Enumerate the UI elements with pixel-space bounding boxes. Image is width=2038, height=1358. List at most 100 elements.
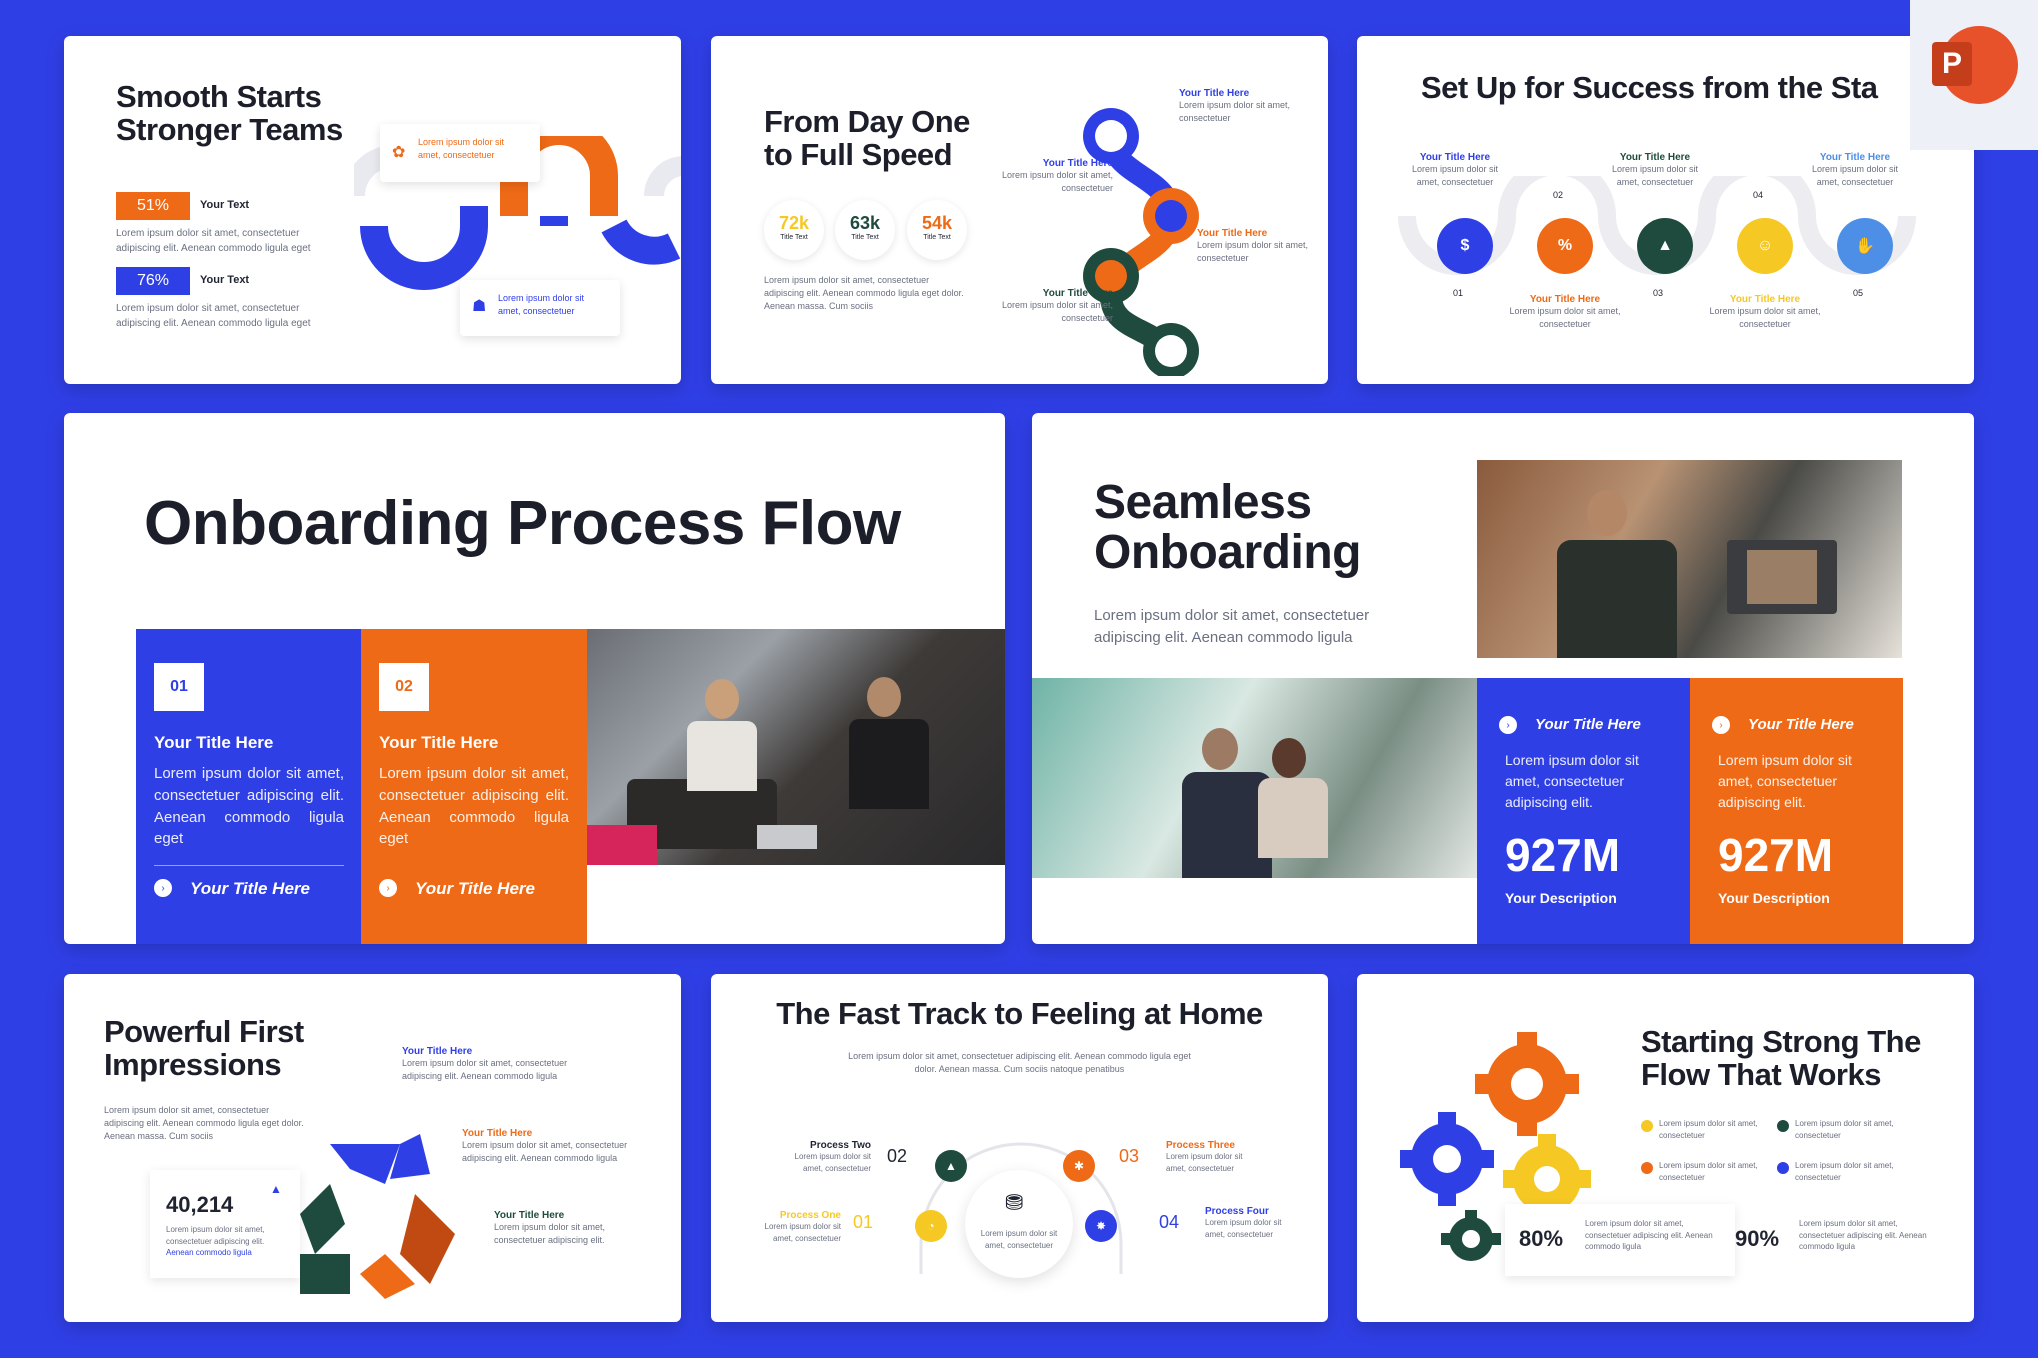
process-four: Process Four Lorem ipsum dolor sit amet,…: [1205, 1206, 1282, 1239]
arrow-up-icon: ▲: [270, 1182, 282, 1196]
chart-icon: ▲: [935, 1150, 967, 1182]
chain-graphic: [1083, 108, 1199, 376]
card-link[interactable]: Your Title Here: [415, 879, 535, 898]
step-num-01: 01: [853, 1212, 874, 1232]
growth-chart-icon: ▲: [1637, 218, 1693, 274]
slide-first-impressions[interactable]: Powerful First Impressions Lorem ipsum d…: [64, 974, 681, 1322]
stat-circle-72k: 72k Title Text: [764, 200, 824, 260]
card-link[interactable]: Your Title Here: [190, 879, 310, 898]
slide7-subtitle: Lorem ipsum dolor sit amet, consectetuer…: [848, 1051, 1191, 1075]
card-desc: Your Description: [1505, 890, 1617, 906]
slide1-title-line2: Stronger Teams: [116, 111, 343, 147]
slide6-title-line2: Impressions: [104, 1046, 282, 1082]
recycle-icon: [300, 1134, 455, 1299]
stat1-label: Your Text: [200, 199, 250, 211]
bullet-4: Lorem ipsum dolor sit amet, consectetuer: [1777, 1160, 1897, 1183]
slide8-title-line2: Flow That Works: [1641, 1056, 1881, 1092]
stat-circle-54k: 54k Title Text: [907, 200, 967, 260]
stat-text-2: consectetuer adipiscing elit.: [166, 1236, 265, 1246]
powerpoint-badge: P: [1910, 0, 2038, 150]
slide4-title: Onboarding Process Flow: [144, 489, 901, 558]
chain-item-3: Your Title Here Lorem ipsum dolor sit am…: [1197, 228, 1309, 264]
callout-top: ✿ Lorem ipsum dolor sit amet, consectetu…: [380, 124, 540, 182]
slide-smooth-starts[interactable]: Smooth Starts Stronger Teams 51% Your Te…: [64, 36, 681, 384]
stat-text: Lorem ipsum dolor sit amet, consectetuer…: [1585, 1219, 1713, 1252]
bullet-1: Lorem ipsum dolor sit amet, consectetuer: [1641, 1118, 1761, 1141]
slide6-title-line1: Powerful First: [104, 1014, 304, 1049]
flow-card-2: 02 Your Title Here Lorem ipsum dolor sit…: [361, 629, 587, 944]
stat-circle-63k: 63k Title Text: [835, 200, 895, 260]
top-item-3: Your Title Here Lorem ipsum dolor sit am…: [1811, 152, 1899, 188]
process-two: Process Two Lorem ipsum dolor sit amet, …: [794, 1140, 871, 1173]
step-num-02: 02: [1553, 190, 1564, 200]
slide5-title-line1: Seamless: [1094, 476, 1312, 529]
impression-item-1: Your Title Here Lorem ipsum dolor sit am…: [402, 1046, 568, 1082]
meeting-photo: [587, 629, 1005, 865]
team-icon: ☺: [1737, 218, 1793, 274]
slide-success-setup[interactable]: Set Up for Success from the Sta $ % ▲ ☺ …: [1357, 36, 1974, 384]
arc-track: [919, 1142, 1123, 1274]
arrow-right-icon[interactable]: ›: [379, 879, 397, 897]
stat-value: 80%: [1519, 1226, 1564, 1251]
stat-card-blue: › Your Title Here Lorem ipsum dolor sit …: [1477, 678, 1690, 944]
top-item-2: Your Title Here Lorem ipsum dolor sit am…: [1611, 152, 1699, 188]
stat-card-orange: › Your Title Here Lorem ipsum dolor sit …: [1690, 678, 1903, 944]
step-num-05: 05: [1853, 288, 1864, 298]
card-desc: Your Description: [1718, 890, 1830, 906]
slide-onboarding-flow[interactable]: Onboarding Process Flow 01 Your Title He…: [64, 413, 1005, 944]
settings-icon: ✸: [1085, 1210, 1117, 1242]
coins-icon: ⛃: [1005, 1190, 1024, 1215]
slide-fast-track[interactable]: The Fast Track to Feeling at Home Lorem …: [711, 974, 1328, 1322]
card-title: Your Title Here: [379, 733, 499, 752]
green-dot-icon: [1777, 1120, 1789, 1132]
bullet-3: Lorem ipsum dolor sit amet, consectetuer: [1641, 1160, 1761, 1183]
people-icon: ☗: [472, 298, 487, 315]
stat-text-90: Lorem ipsum dolor sit amet, consectetuer…: [1799, 1219, 1927, 1252]
bottom-item-1: Your Title Here Lorem ipsum dolor sit am…: [1509, 294, 1621, 330]
card-text: Lorem ipsum dolor sit amet, consectetuer…: [1505, 752, 1639, 810]
step-num-04: 04: [1159, 1212, 1180, 1232]
slide-starting-strong[interactable]: Starting Strong The Flow That Works Lore…: [1357, 974, 1974, 1322]
stat2-label: Your Text: [200, 274, 250, 286]
step-num-02: 02: [887, 1146, 908, 1166]
stat-badge-51: 51%: [116, 192, 190, 220]
bottom-item-2: Your Title Here Lorem ipsum dolor sit am…: [1709, 294, 1821, 330]
step-num-04: 04: [1753, 190, 1764, 200]
blue-dot-icon: [1777, 1162, 1789, 1174]
hand-money-icon: ✋: [1837, 218, 1893, 274]
stat-badge-76: 76%: [116, 267, 190, 295]
divider: [154, 865, 344, 866]
slide8-title-line1: Starting Strong The: [1641, 1024, 1921, 1059]
center-text: Lorem ipsum dolor sit amet, consectetuer: [980, 1229, 1058, 1250]
card-title: Your Title Here: [1535, 716, 1641, 733]
coins-icon: $: [1437, 218, 1493, 274]
callout-bottom: ☗ Lorem ipsum dolor sit amet, consectetu…: [460, 280, 620, 336]
card-title: Your Title Here: [1748, 716, 1854, 733]
stat-value: 40,214: [166, 1192, 234, 1217]
chain-item-4: Your Title Here Lorem ipsum dolor sit am…: [1001, 288, 1113, 324]
slide-seamless-onboarding[interactable]: Seamless Onboarding Lorem ipsum dolor si…: [1032, 413, 1974, 944]
flow-card-1: 01 Your Title Here Lorem ipsum dolor sit…: [136, 629, 361, 944]
chain-item-1: Your Title Here Lorem ipsum dolor sit am…: [1179, 88, 1291, 124]
process-one: Process One Lorem ipsum dolor sit amet, …: [764, 1210, 841, 1243]
slide7-title: The Fast Track to Feeling at Home: [776, 996, 1263, 1031]
stat-box: 40,214 ▲ Lorem ipsum dolor sit amet, con…: [150, 1170, 300, 1278]
step-number-box: 02: [379, 663, 429, 711]
card-title: Your Title Here: [154, 733, 274, 752]
arrow-right-icon[interactable]: ›: [154, 879, 172, 897]
slide5-text: Lorem ipsum dolor sit amet, consectetuer…: [1094, 607, 1370, 646]
gear-icon: ✱: [1063, 1150, 1095, 1182]
chain-item-2: Your Title Here Lorem ipsum dolor sit am…: [1001, 158, 1113, 194]
impression-item-3: Your Title Here Lorem ipsum dolor sit am…: [494, 1210, 606, 1246]
powerpoint-icon: P: [1932, 26, 2018, 104]
slide2-title-line1: From Day One: [764, 104, 970, 139]
card-text: Lorem ipsum dolor sit amet, consectetuer…: [154, 765, 344, 848]
gears-graphic: [1400, 1032, 1591, 1261]
slide-day-one[interactable]: From Day One to Full Speed 72k Title Tex…: [711, 36, 1328, 384]
top-item-1: Your Title Here Lorem ipsum dolor sit am…: [1411, 152, 1499, 188]
laptop-call-photo: [1477, 460, 1902, 658]
stat1-text: Lorem ipsum dolor sit amet, consectetuer…: [116, 228, 311, 254]
step-num-01: 01: [1453, 288, 1464, 298]
step-num-03: 03: [1653, 288, 1664, 298]
step-num-03: 03: [1119, 1146, 1140, 1166]
